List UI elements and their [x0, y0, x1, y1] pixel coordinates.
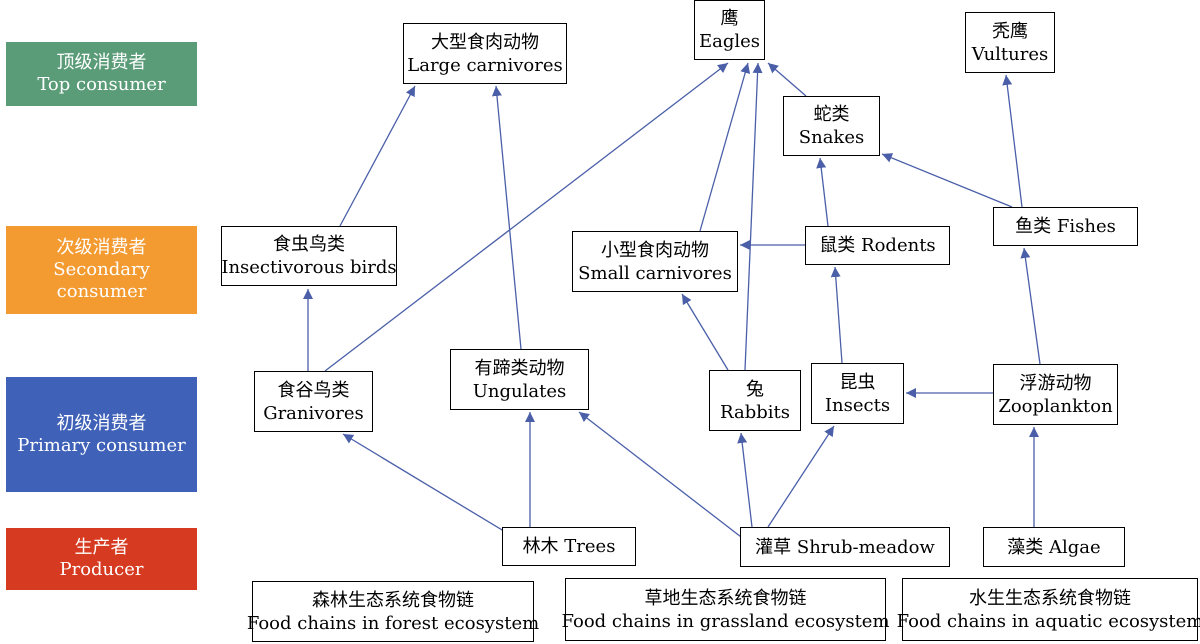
- node-insects-zh: 昆虫: [839, 371, 876, 393]
- node-granivores: 食谷鸟类 Granivores: [254, 371, 373, 432]
- node-granivores-zh: 食谷鸟类: [277, 379, 350, 401]
- level-primary-consumer-en: Primary consumer: [17, 434, 186, 456]
- node-insects: 昆虫 Insects: [811, 363, 904, 424]
- node-small-carnivores-zh: 小型食肉动物: [601, 239, 709, 261]
- arrow-ungulates-to-large-carnivores: [491, 85, 522, 350]
- level-producer-en: Producer: [59, 559, 144, 580]
- arrow-zooplankton-to-fishes: [1020, 247, 1041, 365]
- node-eagles-zh: 鹰: [720, 8, 739, 29]
- node-large-carnivores: 大型食肉动物 Large carnivores: [403, 23, 567, 84]
- node-algae: 藻类 Algae: [983, 527, 1125, 567]
- node-insects-en: Insects: [824, 394, 891, 416]
- node-zooplankton-zh: 浮游动物: [1019, 372, 1092, 394]
- node-trees: 林木 Trees: [502, 527, 636, 566]
- arrow-insects-to-rodents: [830, 266, 843, 364]
- node-algae-label: 藻类 Algae: [1007, 536, 1101, 558]
- node-insectivorous-birds: 食虫鸟类 Insectivorous birds: [221, 226, 397, 286]
- node-small-carnivores-en: Small carnivores: [578, 262, 732, 284]
- level-producer-zh: 生产者: [74, 537, 129, 558]
- node-rodents-label: 鼠类 Rodents: [819, 235, 936, 256]
- legend-grassland: 草地生态系统食物链 Food chains in grassland ecosy…: [561, 578, 890, 641]
- node-ungulates: 有蹄类动物 Ungulates: [450, 349, 589, 410]
- legend-forest-en: Food chains in forest ecosystem: [246, 612, 540, 634]
- node-eagles-en: Eagles: [698, 31, 761, 52]
- node-insectivorous-birds-en: Insectivorous birds: [221, 257, 397, 278]
- arrow-shrub-meadow-to-ungulates: [578, 411, 746, 541]
- legend-aquatic-zh: 水生生态系统食物链: [969, 587, 1131, 609]
- arrow-fishes-to-vultures: [1002, 74, 1023, 208]
- node-small-carnivores: 小型食肉动物 Small carnivores: [572, 231, 738, 292]
- arrow-granivores-to-eagles: [324, 62, 729, 372]
- level-top-consumer-en: Top consumer: [37, 74, 166, 95]
- arrow-snakes-to-eagles: [767, 62, 807, 97]
- node-rabbits-en: Rabbits: [720, 401, 790, 423]
- level-primary-consumer-zh: 初级消费者: [56, 412, 147, 434]
- level-producer: 生产者 Producer: [6, 528, 197, 590]
- legend-grassland-en: Food chains in grassland ecosystem: [561, 610, 890, 632]
- level-secondary-consumer: 次级消费者 Secondary consumer: [6, 226, 197, 314]
- node-rabbits-zh: 兔: [746, 378, 764, 400]
- arrow-trees-to-granivores: [342, 433, 518, 540]
- arrow-rodents-to-snakes: [816, 157, 829, 227]
- node-fishes-label: 鱼类 Fishes: [1015, 216, 1116, 237]
- node-ungulates-en: Ungulates: [472, 380, 567, 402]
- node-snakes-zh: 蛇类: [813, 104, 850, 125]
- node-rodents: 鼠类 Rodents: [805, 226, 950, 265]
- level-secondary-consumer-en: Secondary consumer: [53, 259, 150, 302]
- legend-grassland-zh: 草地生态系统食物链: [644, 587, 807, 609]
- arrow-fishes-to-snakes: [881, 153, 1013, 208]
- node-snakes: 蛇类 Snakes: [783, 96, 880, 156]
- legend-forest: 森林生态系统食物链 Food chains in forest ecosyste…: [247, 581, 539, 642]
- node-vultures-en: Vultures: [971, 43, 1049, 65]
- arrow-insectivorous-birds-to-large-carnivores: [339, 85, 416, 227]
- node-ungulates-zh: 有蹄类动物: [474, 357, 565, 379]
- level-top-consumer-zh: 顶级消费者: [56, 52, 147, 73]
- legend-aquatic-en: Food chains in aquatic ecosystem: [896, 610, 1200, 632]
- node-large-carnivores-zh: 大型食肉动物: [431, 31, 539, 53]
- level-top-consumer: 顶级消费者 Top consumer: [6, 42, 197, 106]
- node-zooplankton: 浮游动物 Zooplankton: [993, 364, 1118, 425]
- node-zooplankton-en: Zooplankton: [998, 395, 1113, 417]
- legend-forest-zh: 森林生态系统食物链: [312, 589, 474, 611]
- level-primary-consumer: 初级消费者 Primary consumer: [6, 377, 197, 492]
- arrow-shrub-meadow-to-insects: [767, 425, 835, 528]
- node-vultures: 秃鹰 Vultures: [965, 12, 1055, 73]
- arrow-rabbits-to-small-carnivores: [681, 293, 729, 371]
- arrow-small-carnivores-to-eagles: [699, 62, 751, 232]
- level-secondary-consumer-zh: 次级消费者: [56, 237, 147, 258]
- node-trees-label: 林木 Trees: [522, 536, 616, 557]
- node-rabbits: 兔 Rabbits: [709, 370, 801, 431]
- node-vultures-zh: 秃鹰: [992, 20, 1028, 42]
- arrow-shrub-meadow-to-rabbits: [737, 432, 753, 528]
- node-eagles: 鹰 Eagles: [694, 0, 765, 60]
- node-shrub-meadow: 灌草 Shrub-meadow: [740, 527, 950, 567]
- node-fishes: 鱼类 Fishes: [993, 207, 1138, 246]
- node-shrub-meadow-label: 灌草 Shrub-meadow: [755, 536, 935, 558]
- legend-aquatic: 水生生态系统食物链 Food chains in aquatic ecosyst…: [897, 578, 1200, 641]
- node-snakes-en: Snakes: [798, 127, 865, 148]
- node-insectivorous-birds-zh: 食虫鸟类: [273, 234, 345, 255]
- arrow-rabbits-to-eagles: [744, 62, 763, 371]
- node-large-carnivores-en: Large carnivores: [407, 54, 563, 76]
- node-granivores-en: Granivores: [263, 402, 364, 424]
